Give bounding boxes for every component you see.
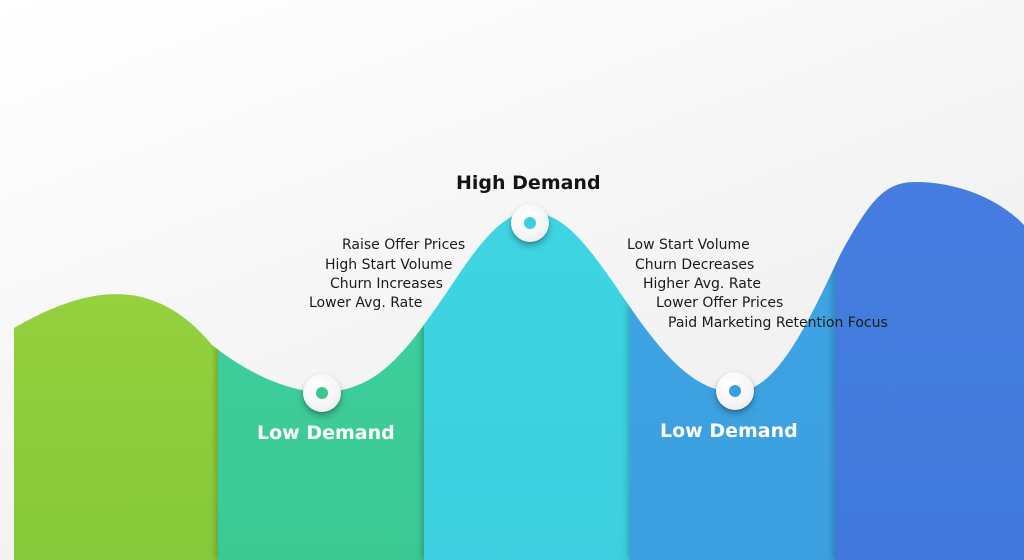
note-lower-avg-rate: Lower Avg. Rate xyxy=(309,295,423,311)
high-demand-label: High Demand xyxy=(456,172,601,194)
low-demand-left-dot xyxy=(316,387,328,399)
note-churn-decreases: Churn Decreases xyxy=(635,257,755,273)
segment-2 xyxy=(218,182,426,560)
note-higher-avg-rate: Higher Avg. Rate xyxy=(643,276,761,292)
low-demand-right-dot xyxy=(729,385,741,397)
note-raise-offer-prices: Raise Offer Prices xyxy=(342,237,466,253)
high-demand-dot xyxy=(524,217,536,229)
low-demand-left-label: Low Demand xyxy=(257,422,395,444)
note-churn-increases: Churn Increases xyxy=(330,276,443,292)
note-low-start-volume: Low Start Volume xyxy=(627,237,750,253)
segment-5 xyxy=(835,182,1024,560)
segment-4 xyxy=(630,182,837,560)
segment-1 xyxy=(14,182,220,560)
note-high-start-volume: High Start Volume xyxy=(325,257,453,273)
low-demand-right-marker[interactable] xyxy=(716,372,754,410)
low-demand-right-label: Low Demand xyxy=(660,420,798,442)
note-paid-marketing-retention-focus: Paid Marketing Retention Focus xyxy=(668,315,888,331)
low-demand-left-marker[interactable] xyxy=(303,374,341,412)
note-lower-offer-prices: Lower Offer Prices xyxy=(656,295,784,311)
high-demand-marker[interactable] xyxy=(511,204,549,242)
